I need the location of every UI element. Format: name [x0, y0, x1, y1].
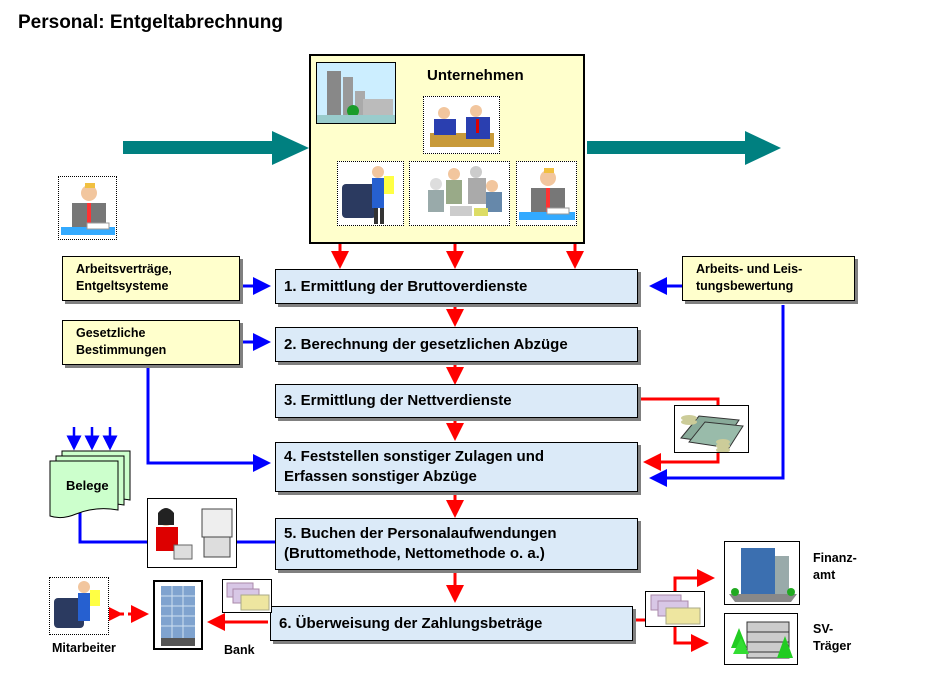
input-gesetzliche-line1: Gesetzliche — [76, 326, 146, 340]
input-arbeitsvertraege-line1: Arbeitsverträge, — [76, 262, 172, 276]
arrow-money-finanzamt — [673, 569, 715, 595]
input-leistungsbewertung: Arbeits- und Leis- tungsbewertung — [682, 256, 855, 301]
step-5-line1: 5. Buchen der Personalaufwendungen — [284, 525, 557, 542]
belege-document-stack — [49, 450, 131, 519]
step-4: 4. Feststellen sonstiger Zulagen und Erf… — [275, 442, 638, 492]
input-bewertung-line1: Arbeits- und Leis- — [696, 262, 803, 276]
finanzamt-building-icon — [724, 541, 800, 605]
step-3: 3. Ermittlung der Nettverdienste — [275, 384, 638, 418]
input-arbeitsvertraege: Arbeitsverträge, Entgeltsysteme — [62, 256, 240, 301]
mitarbeiter-icon — [49, 577, 109, 635]
step-2-text: 2. Berechnung der gesetzlichen Abzüge — [284, 335, 568, 353]
step-1: 1. Ermittlung der Bruttoverdienste — [275, 269, 638, 304]
finanzamt-label-line1: Finanz- — [813, 551, 857, 565]
step-4-line1: 4. Feststellen sonstiger Zulagen und — [284, 448, 545, 465]
euro-notes-icon — [222, 579, 272, 613]
bank-label: Bank — [224, 643, 255, 657]
flow-arrow-out — [587, 131, 781, 165]
arrow-bewertung-step4 — [649, 305, 785, 487]
flow-arrow-in — [123, 131, 309, 165]
team-discussion-icon — [409, 161, 510, 226]
meeting-icon — [423, 96, 500, 154]
sv-traeger-label-line1: SV- — [813, 622, 834, 636]
input-arbeitsvertraege-line2: Entgeltsysteme — [76, 279, 169, 293]
sv-traeger-label: SV- Träger — [813, 621, 851, 655]
finanzamt-label: Finanz- amt — [813, 550, 857, 584]
arrow-gesetzliche-step4 — [146, 363, 271, 472]
mitarbeiter-label: Mitarbeiter — [52, 641, 116, 655]
step-1-text: 1. Ermittlung der Bruttoverdienste — [284, 277, 528, 295]
factory-worker-icon — [337, 161, 404, 226]
page-title: Personal: Entgeltabrechnung — [18, 12, 283, 33]
finanzamt-label-line2: amt — [813, 568, 836, 582]
step-3-text: 3. Ermittlung der Nettverdienste — [284, 392, 512, 409]
manager-icon — [58, 176, 117, 240]
input-gesetzliche-bestimmungen: Gesetzliche Bestimmungen — [62, 320, 240, 365]
step-2: 2. Berechnung der gesetzlichen Abzüge — [275, 327, 638, 362]
sv-traeger-label-line2: Träger — [813, 639, 852, 653]
belege-label: Belege — [66, 478, 109, 493]
step-6-text: 6. Überweisung der Zahlungsbeträge — [279, 614, 543, 632]
clerk-computer-icon — [147, 498, 237, 568]
manager-phone-icon — [516, 161, 577, 226]
bank-building-icon — [153, 580, 203, 650]
step-5: 5. Buchen der Personalaufwendungen (Brut… — [275, 518, 638, 570]
office-buildings-icon — [316, 62, 396, 124]
cash-coins-icon — [674, 405, 749, 453]
sv-traeger-building-icon — [724, 613, 798, 665]
step-5-line2: (Bruttomethode, Nettomethode o. a.) — [284, 545, 545, 562]
step-4-line2: Erfassen sonstiger Abzüge — [284, 468, 477, 485]
input-bewertung-line2: tungsbewertung — [696, 279, 794, 293]
euro-notes-icon-2 — [645, 591, 705, 627]
company-label: Unternehmen — [427, 67, 524, 84]
input-gesetzliche-line2: Bestimmungen — [76, 343, 167, 357]
step-6: 6. Überweisung der Zahlungsbeträge — [270, 606, 633, 641]
arrow-money-sv — [673, 626, 709, 652]
line-belege-step5 — [78, 505, 147, 544]
